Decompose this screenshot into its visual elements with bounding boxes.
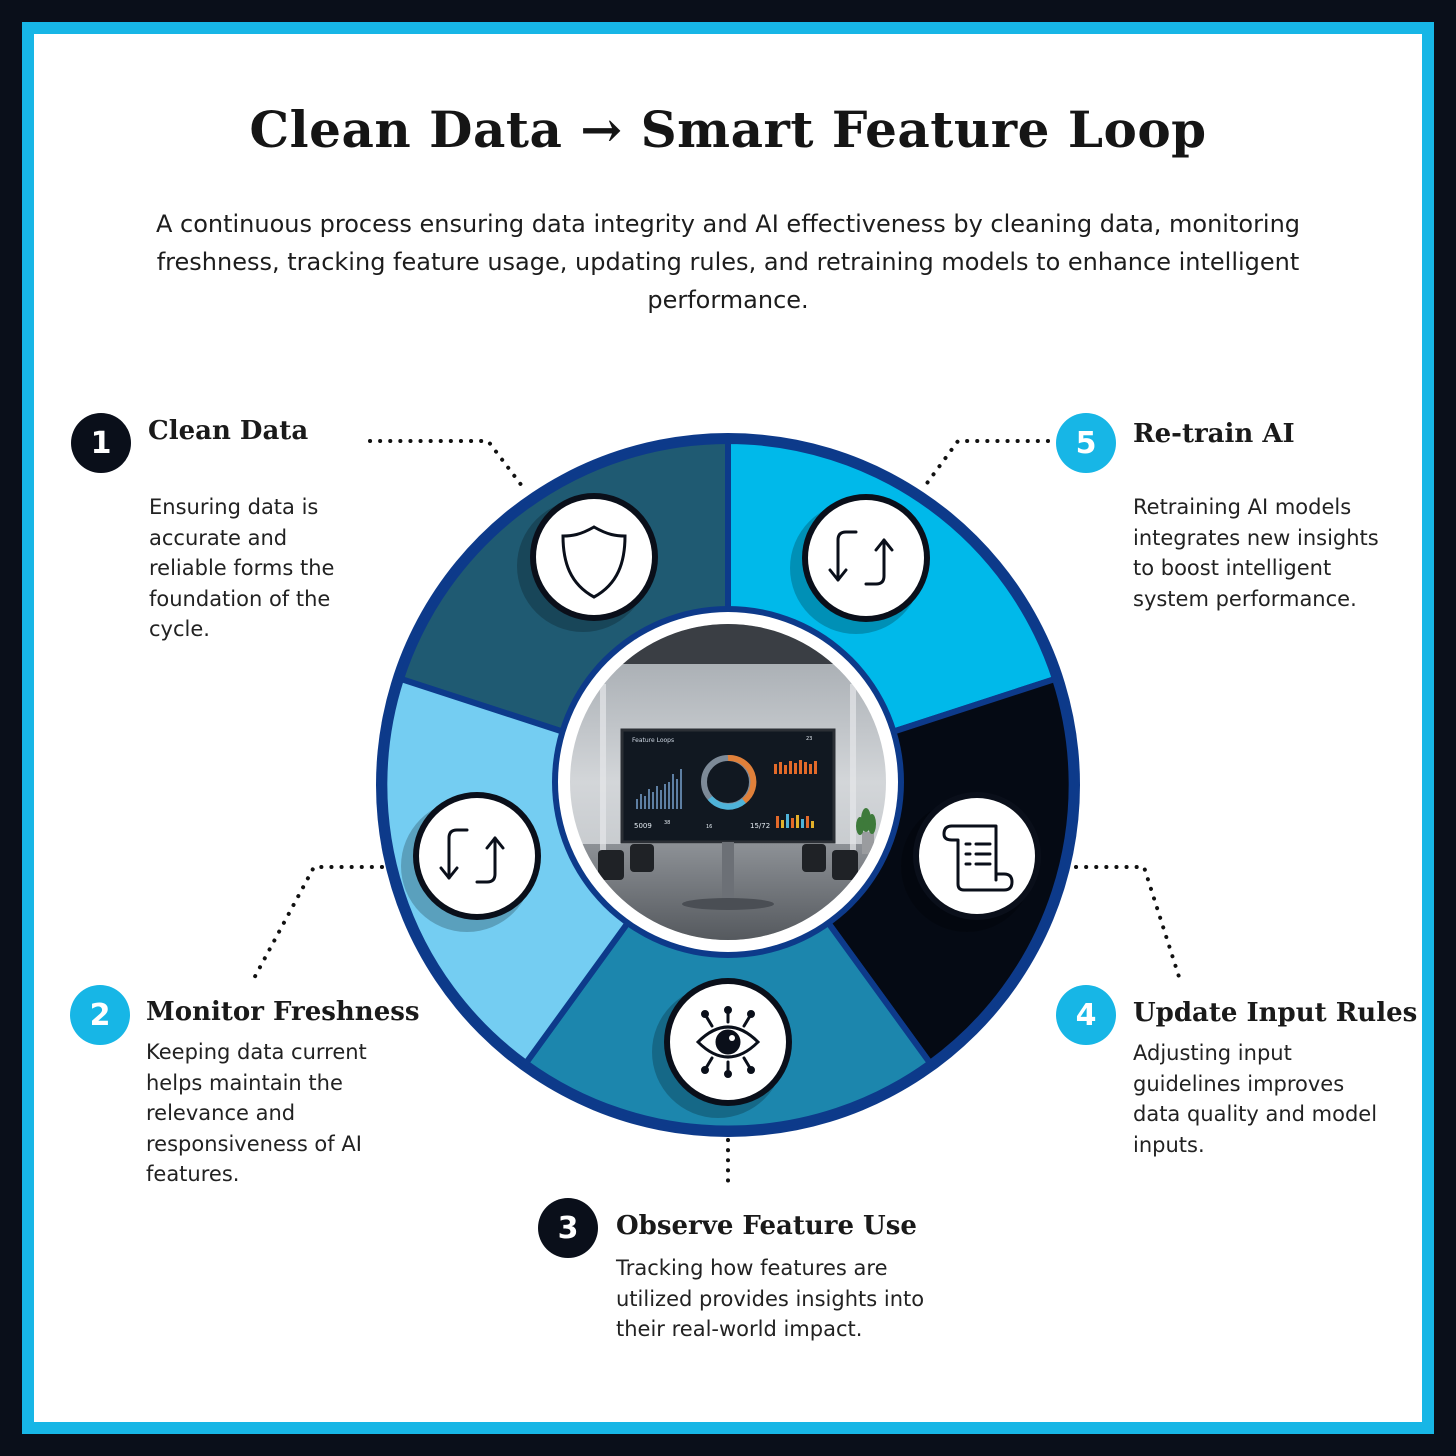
refresh-arrows-icon: [828, 530, 894, 586]
circuit-eye-icon: [695, 1006, 761, 1078]
step-4-badge: 4: [1056, 985, 1116, 1045]
step-4-title: Update Input Rules: [1133, 998, 1418, 1028]
stat-5: 23: [806, 736, 812, 742]
step-1-title: Clean Data: [148, 416, 309, 446]
connector-monitor-freshness: [250, 865, 384, 984]
step-3-title: Observe Feature Use: [616, 1211, 917, 1241]
stat-1: 5009: [634, 822, 652, 830]
page-subtitle: A continuous process ensuring data integ…: [155, 210, 1301, 314]
connector-update-input-rules: [1074, 865, 1182, 982]
step-5-title: Re-train AI: [1133, 419, 1295, 449]
connector-clean-data: [368, 439, 524, 488]
update-rules-icon-circle: [919, 798, 1035, 914]
page-title: Clean Data → Smart Feature Loop: [249, 100, 1207, 159]
conference-room-image: Feature Loops 5009 38 16 15/72 23: [570, 624, 886, 940]
step-2-badge: 2: [70, 985, 130, 1045]
shield-icon: [561, 525, 627, 599]
stat-2: 38: [664, 820, 670, 826]
step-5-badge: 5: [1056, 413, 1116, 473]
screen-title: Feature Loops: [632, 737, 674, 744]
refresh-arrows-icon: [439, 828, 505, 884]
retrain-ai-icon-circle: [808, 500, 924, 616]
step-2-title: Monitor Freshness: [146, 997, 420, 1027]
step-1-badge: 1: [71, 413, 131, 473]
step-3-badge: 3: [538, 1198, 598, 1258]
stat-4: 15/72: [750, 822, 770, 830]
stat-3: 16: [706, 824, 712, 830]
step-3-description: Tracking how features are utilized provi…: [616, 1256, 925, 1341]
monitor-freshness-icon-circle: [419, 798, 535, 914]
step-1-description: Ensuring data is accurate and reliable f…: [149, 495, 335, 641]
scroll-list-icon: [942, 824, 1014, 892]
center-photo: Feature Loops 5009 38 16 15/72 23: [570, 624, 886, 940]
step-4-description: Adjusting input guidelines improves data…: [1133, 1041, 1378, 1157]
step-5-description: Retraining AI models integrates new insi…: [1133, 495, 1379, 611]
clean-data-icon-circle: [536, 499, 652, 615]
step-2-description: Keeping data current helps maintain the …: [146, 1040, 367, 1186]
connector-retrain-ai: [920, 439, 1050, 492]
